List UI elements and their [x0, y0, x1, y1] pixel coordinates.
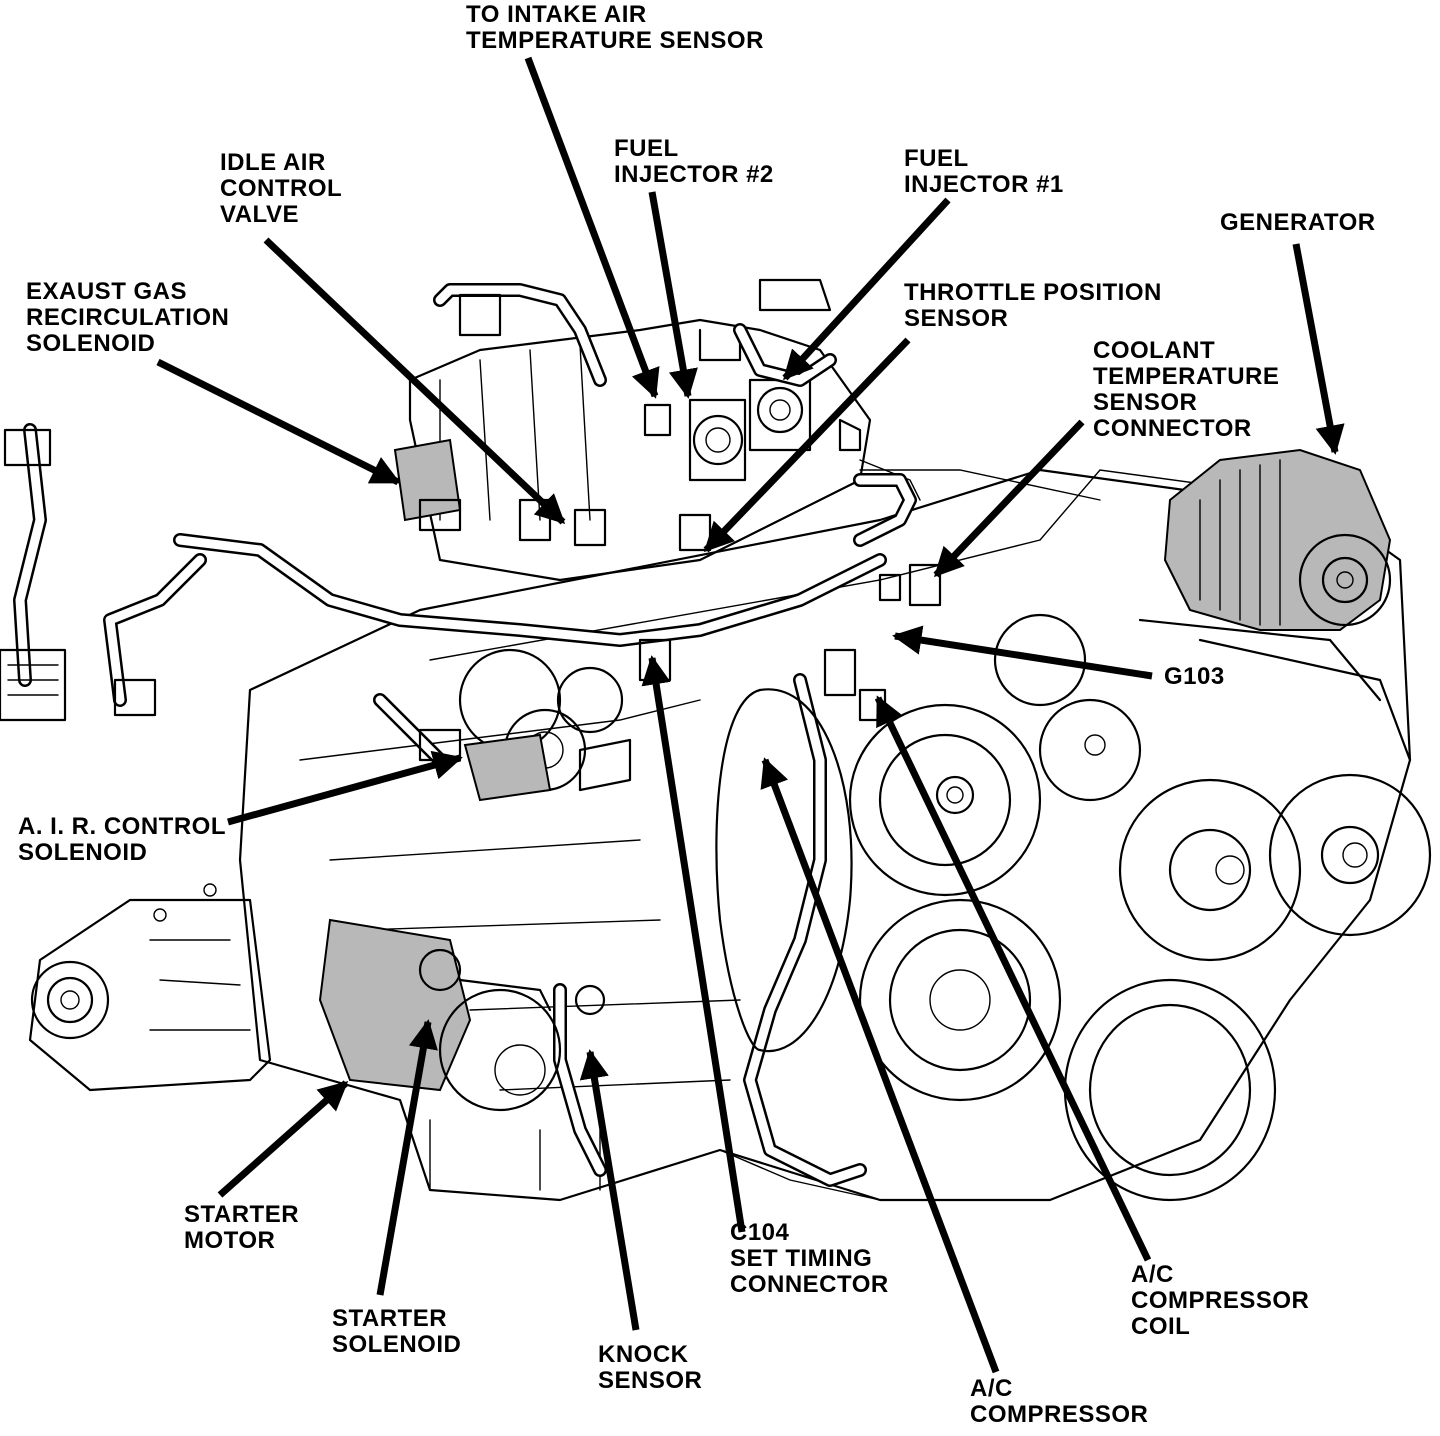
crank-pulleys [715, 688, 1277, 1202]
label-line: FUEL [614, 135, 679, 162]
label-line: FUEL [904, 145, 969, 172]
label-ac-compressor-coil: A/C COMPRESSOR COIL [1131, 1262, 1309, 1340]
label-line: SENSOR [598, 1367, 703, 1394]
arrow-air-control-solenoid [227, 750, 463, 826]
air-control-solenoid [458, 648, 632, 802]
label-line: COIL [1131, 1313, 1191, 1340]
label-knock-sensor: KNOCK SENSOR [598, 1342, 702, 1394]
label-line: RECIRCULATION [26, 304, 230, 331]
arrow-generator [1292, 243, 1345, 455]
label-generator: GENERATOR [1220, 210, 1376, 236]
label-line: COMPRESSOR [1131, 1287, 1310, 1314]
label-line: STARTER [184, 1201, 300, 1228]
label-air-control-solenoid: A. I. R. CONTROL SOLENOID [18, 814, 226, 866]
label-starter-motor: STARTER MOTOR [184, 1202, 299, 1254]
label-fuel-injector-1: FUEL INJECTOR #1 [904, 146, 1064, 198]
arrow-g103 [892, 625, 1153, 680]
label-line: G103 [1164, 663, 1225, 690]
arrow-ac-compressor [760, 757, 1000, 1374]
label-line: GENERATOR [1220, 209, 1376, 236]
label-coolant-temp-sensor-connector: COOLANT TEMPERATURE SENSOR CONNECTOR [1093, 338, 1279, 442]
ac-compressor-clutch [848, 703, 1042, 897]
label-line: A/C [970, 1375, 1013, 1402]
label-line: TO INTAKE AIR [466, 1, 647, 28]
label-line: SENSOR [904, 305, 1009, 332]
label-ac-compressor: A/C COMPRESSOR [970, 1376, 1148, 1428]
leader-arrows [156, 56, 1345, 1374]
arrow-starter-motor [217, 1080, 349, 1198]
label-intake-air-temp-sensor: TO INTAKE AIR TEMPERATURE SENSOR [466, 2, 764, 54]
arrow-fuel-injector-1 [782, 197, 951, 381]
label-line: MOTOR [184, 1227, 276, 1254]
arrow-coolant-temp [933, 419, 1085, 578]
label-line: THROTTLE POSITION [904, 279, 1162, 306]
label-throttle-position-sensor: THROTTLE POSITION SENSOR [904, 280, 1162, 332]
label-line: INJECTOR #1 [904, 171, 1064, 198]
egr-solenoid [393, 438, 462, 532]
label-line: TEMPERATURE [1093, 363, 1280, 390]
label-line: SET TIMING [730, 1245, 873, 1272]
arrow-egr-solenoid [156, 358, 401, 486]
label-line: CONTROL [220, 175, 343, 202]
arrow-idle-air-control [263, 237, 566, 525]
arrow-intake-air-temp [524, 56, 660, 399]
transmission [28, 883, 272, 1092]
label-line: A. I. R. CONTROL [18, 813, 226, 840]
label-line: COOLANT [1093, 337, 1216, 364]
label-line: TEMPERATURE SENSOR [466, 27, 764, 54]
label-line: A/C [1131, 1261, 1174, 1288]
label-line: SOLENOID [26, 330, 156, 357]
label-starter-solenoid: STARTER SOLENOID [332, 1306, 461, 1358]
label-line: IDLE AIR [220, 149, 326, 176]
label-line: INJECTOR #2 [614, 161, 774, 188]
label-line: VALVE [220, 201, 299, 228]
wiring-harness [13, 283, 917, 1187]
arrow-starter-solenoid [376, 1019, 438, 1296]
label-line: KNOCK [598, 1341, 689, 1368]
label-line: COMPRESSOR [970, 1401, 1149, 1428]
arrow-ac-compressor-coil [874, 695, 1152, 1262]
label-c104-set-timing-connector: C104 SET TIMING CONNECTOR [730, 1220, 889, 1298]
label-line: SOLENOID [332, 1331, 462, 1358]
label-fuel-injector-2: FUEL INJECTOR #2 [614, 136, 774, 188]
label-line: CONNECTOR [730, 1271, 889, 1298]
arrow-fuel-injector-2 [648, 191, 698, 399]
label-egr-solenoid: EXAUST GAS RECIRCULATION SOLENOID [26, 279, 229, 357]
generator-body [1163, 448, 1392, 631]
label-line: CONNECTOR [1093, 415, 1252, 442]
water-pump-pulleys [993, 613, 1432, 962]
label-idle-air-control-valve: IDLE AIR CONTROL VALVE [220, 150, 342, 228]
arrow-knock-sensor [579, 1049, 640, 1331]
label-line: EXAUST GAS [26, 278, 188, 305]
label-line: SOLENOID [18, 839, 148, 866]
label-line: C104 [730, 1219, 790, 1246]
label-line: STARTER [332, 1305, 448, 1332]
arrow-c104 [641, 655, 746, 1233]
intake-manifold [408, 278, 921, 582]
label-g103: G103 [1164, 664, 1225, 690]
label-line: SENSOR [1093, 389, 1198, 416]
arrow-throttle-position [703, 337, 911, 553]
